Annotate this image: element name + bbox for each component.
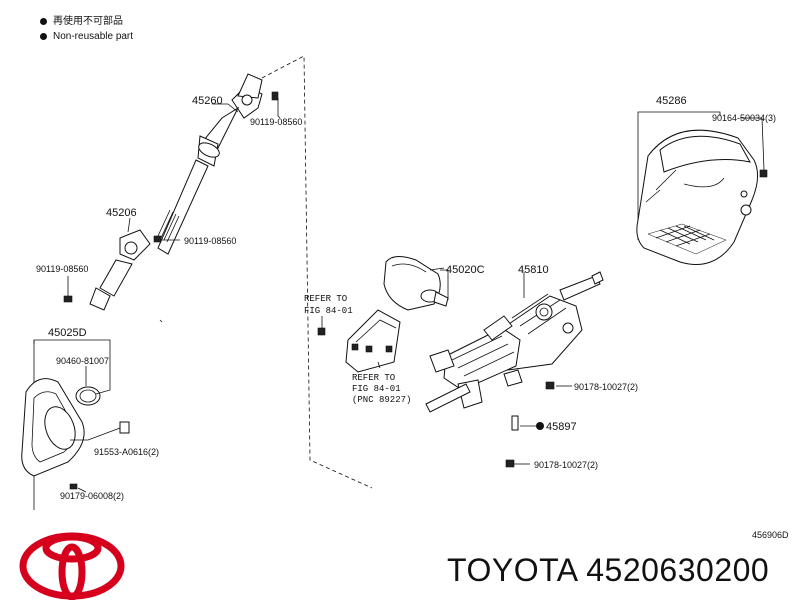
control-unit — [317, 309, 401, 373]
legend-text-jp: 再使用不可部品 — [53, 16, 123, 27]
label-45206: 45206 — [106, 207, 137, 219]
diagram-code: 456906D — [752, 530, 789, 540]
legend-item-en: Non-reusable part — [40, 29, 133, 44]
ref-2-line-3: (PNC 89227) — [352, 395, 411, 405]
label-91553-a0616: 91553-A0616(2) — [94, 447, 159, 457]
intermediate-shaft-assembly — [63, 73, 281, 311]
label-45020c: 45020C — [446, 264, 485, 276]
ref-1-line-1: REFER TO — [304, 294, 347, 304]
label-90164-50034: 90164-50034(3) — [712, 113, 776, 123]
label-90179-06008: 90179-06008(2) — [60, 491, 124, 501]
label-45260: 45260 — [192, 95, 223, 107]
ref-2-line-2: FIG 84-01 — [352, 384, 401, 394]
ref-2-line-1: REFER TO — [352, 373, 395, 383]
label-45897: 45897 — [546, 421, 577, 433]
label-45025d: 45025D — [48, 327, 87, 339]
bullet-icon — [40, 33, 47, 40]
bullet-icon — [40, 18, 47, 25]
tilt-motor-assembly — [383, 256, 449, 311]
label-90119-08560-mid: 90119-08560 — [184, 236, 236, 246]
steering-column-assembly — [425, 269, 604, 468]
leader-dashed — [261, 55, 373, 489]
label-90178-10027-upper: 90178-10027(2) — [574, 382, 638, 392]
label-90119-08560-top: 90119-08560 — [250, 117, 302, 127]
label-45286: 45286 — [656, 95, 687, 107]
label-45810: 45810 — [518, 264, 549, 276]
ref-1-line-2: FIG 84-01 — [304, 306, 353, 316]
hole-cover-assembly — [21, 339, 130, 510]
label-90460-81007: 90460-81007 — [56, 356, 109, 366]
label-90119-08560-left: 90119-08560 — [36, 264, 88, 274]
legend-text-en: Non-reusable part — [53, 31, 134, 42]
toyota-logo — [19, 532, 125, 601]
legend-item-jp: 再使用不可部品 — [40, 14, 133, 29]
column-cover-assembly — [636, 111, 768, 265]
label-90178-10027-lower: 90178-10027(2) — [534, 460, 598, 470]
legend: 再使用不可部品 Non-reusable part — [40, 14, 133, 44]
brand-part-number: TOYOTA 4520630200 — [447, 552, 770, 588]
